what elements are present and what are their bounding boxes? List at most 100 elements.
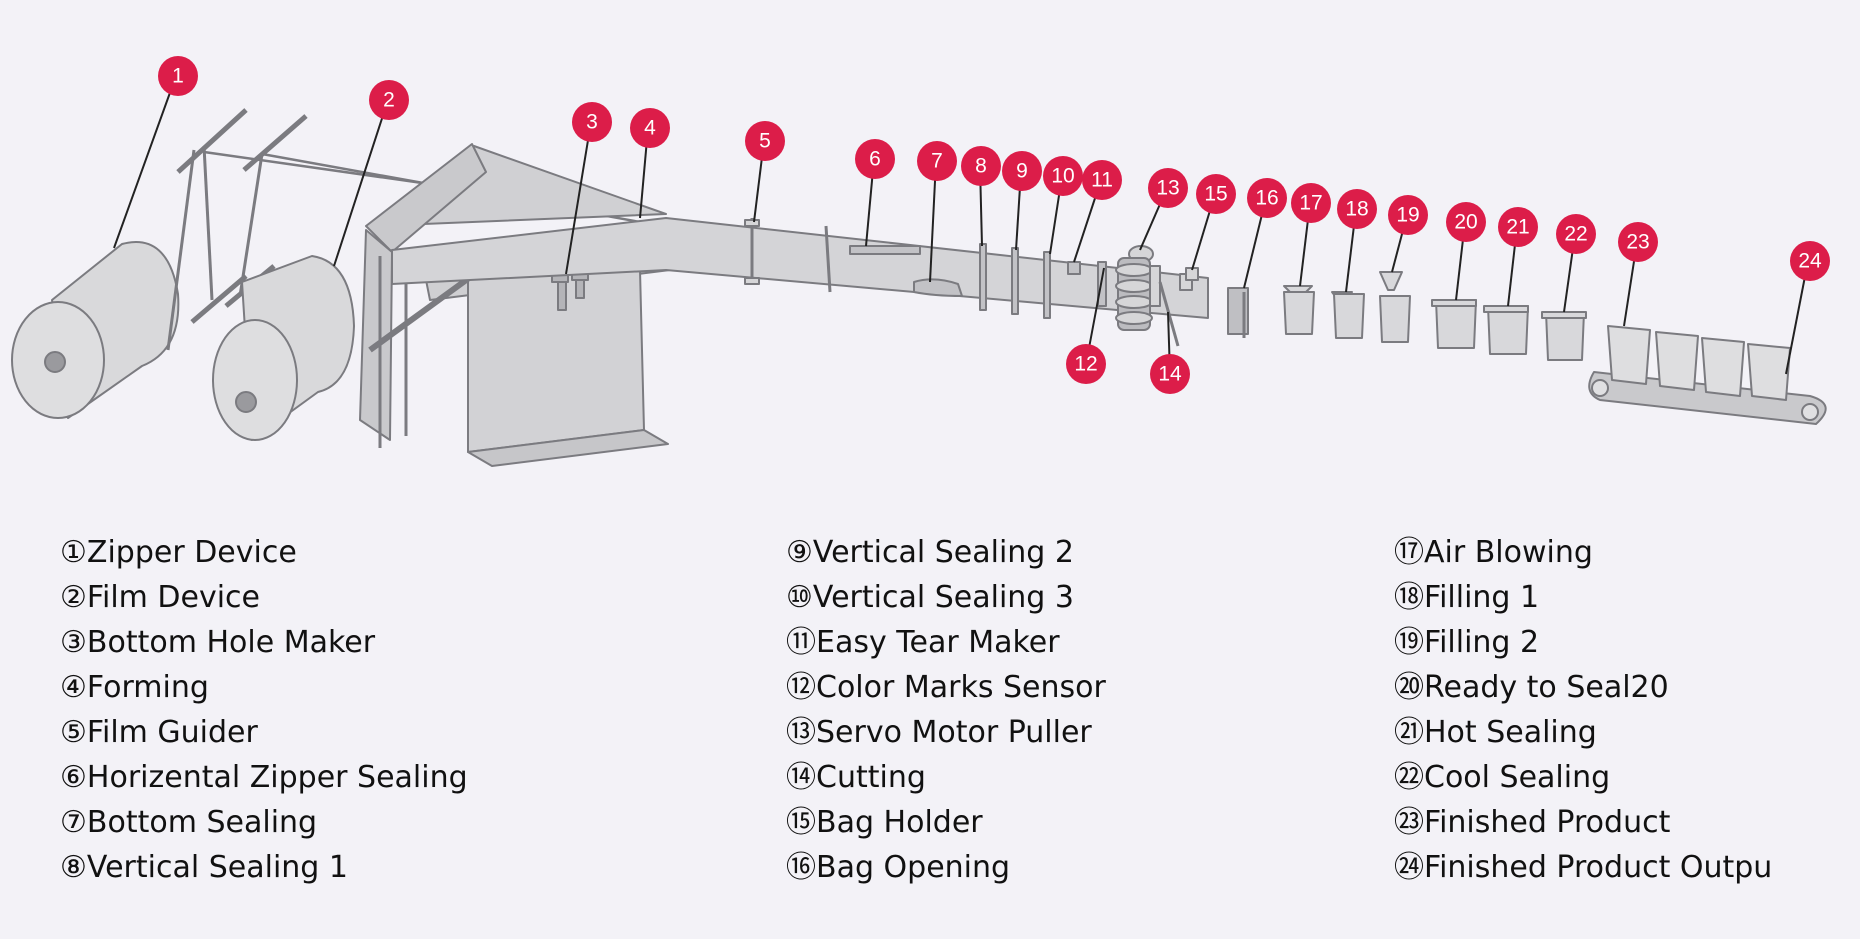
zipper-roll xyxy=(11,241,180,419)
legend-item: ⑥Horizental Zipper Sealing xyxy=(60,755,468,800)
svg-text:10: 10 xyxy=(1051,165,1074,188)
svg-text:23: 23 xyxy=(1626,231,1649,254)
legend-marker: ⑬ xyxy=(786,715,816,750)
callout-badges: 1 2 3 4 5 6 7 8 9 10 11 12 13 14 15 16 1… xyxy=(158,56,1830,394)
legend-label: Bag Opening xyxy=(816,850,1011,885)
svg-text:19: 19 xyxy=(1396,204,1419,227)
legend-label: Finished Product xyxy=(1424,805,1671,840)
svg-text:14: 14 xyxy=(1158,363,1182,386)
legend-item: ⑯Bag Opening xyxy=(786,845,1106,890)
svg-text:17: 17 xyxy=(1299,192,1322,215)
legend-label: Finished Product Outpu xyxy=(1424,850,1773,885)
legend-marker: ㉑ xyxy=(1394,715,1424,750)
svg-text:3: 3 xyxy=(586,111,598,134)
legend-marker: ⑲ xyxy=(1394,625,1424,660)
cutter-and-bag-holder xyxy=(1158,267,1249,347)
legend-marker: ⑮ xyxy=(786,805,816,840)
legend-marker: ② xyxy=(60,580,87,615)
legend-item: ②Film Device xyxy=(60,575,468,620)
forming-frame xyxy=(359,143,671,467)
svg-text:11: 11 xyxy=(1091,169,1113,192)
legend-label: Ready to Seal20 xyxy=(1424,670,1669,705)
legend-label: Hot Sealing xyxy=(1424,715,1597,750)
legend-item: ⑳Ready to Seal20 xyxy=(1394,665,1772,710)
legend-item: ⑪Easy Tear Maker xyxy=(786,620,1106,665)
callout-1: 1 xyxy=(158,56,198,96)
legend-label: Easy Tear Maker xyxy=(816,625,1060,660)
legend-label: Cutting xyxy=(816,760,926,795)
callout-8: 8 xyxy=(961,146,1001,186)
legend-marker: ③ xyxy=(60,625,87,660)
svg-text:21: 21 xyxy=(1506,216,1529,239)
callout-15: 15 xyxy=(1196,174,1236,214)
legend-item: ⑫Color Marks Sensor xyxy=(786,665,1106,710)
svg-text:4: 4 xyxy=(644,117,656,140)
svg-text:22: 22 xyxy=(1564,223,1587,246)
legend-marker: ① xyxy=(60,535,87,570)
callout-10: 10 xyxy=(1043,156,1083,196)
callout-7: 7 xyxy=(917,141,957,181)
svg-text:16: 16 xyxy=(1255,187,1278,210)
callout-6: 6 xyxy=(855,139,895,179)
callout-24: 24 xyxy=(1790,241,1830,281)
legend-label: Forming xyxy=(86,670,209,705)
legend-marker: ⑨ xyxy=(786,535,813,570)
legend-label: Horizental Zipper Sealing xyxy=(86,760,468,795)
callout-5: 5 xyxy=(745,121,785,161)
legend-item: ④Forming xyxy=(60,665,468,710)
legend-label: Servo Motor Puller xyxy=(816,715,1092,750)
svg-text:8: 8 xyxy=(975,155,987,178)
servo-motor-puller xyxy=(1115,245,1161,331)
legend-marker: ⑥ xyxy=(60,760,87,795)
callout-19: 19 xyxy=(1388,195,1428,235)
callout-13: 13 xyxy=(1148,168,1188,208)
output-conveyor xyxy=(1588,325,1827,425)
svg-text:2: 2 xyxy=(383,89,395,112)
legend-item: ㉔Finished Product Outpu xyxy=(1394,845,1772,890)
legend-label: Bottom Hole Maker xyxy=(86,625,376,660)
svg-text:5: 5 xyxy=(759,130,771,153)
svg-text:12: 12 xyxy=(1074,353,1097,376)
svg-text:7: 7 xyxy=(931,150,943,173)
legend-label: Color Marks Sensor xyxy=(816,670,1106,705)
legend-marker: ⑧ xyxy=(60,850,87,885)
legend-item: ①Zipper Device xyxy=(60,530,468,575)
legend-item: ⑧Vertical Sealing 1 xyxy=(60,845,468,890)
legend-marker: ⑩ xyxy=(786,580,813,615)
callout-22: 22 xyxy=(1556,214,1596,254)
legend-item: ⑭Cutting xyxy=(786,755,1106,800)
callout-14: 14 xyxy=(1150,354,1190,394)
legend-marker: ⑯ xyxy=(786,850,816,885)
legend-marker: ㉓ xyxy=(1394,805,1424,840)
legend-item: ③Bottom Hole Maker xyxy=(60,620,468,665)
legend-marker: ⑫ xyxy=(786,670,816,705)
film-web xyxy=(391,217,1209,319)
svg-text:9: 9 xyxy=(1016,160,1028,183)
callout-11: 11 xyxy=(1082,160,1122,200)
legend-column-3: ⑰Air Blowing ⑱Filling 1 ⑲Filling 2 ⑳Read… xyxy=(1394,530,1772,890)
svg-text:18: 18 xyxy=(1345,198,1368,221)
legend-marker: ⑪ xyxy=(786,625,816,660)
legend-label: Bottom Sealing xyxy=(86,805,318,840)
callout-17: 17 xyxy=(1291,183,1331,223)
bag-line xyxy=(1283,271,1587,361)
legend-marker: ⑰ xyxy=(1394,535,1424,570)
legend-item: ⑬Servo Motor Puller xyxy=(786,710,1106,755)
legend-item: ㉒Cool Sealing xyxy=(1394,755,1772,800)
svg-text:13: 13 xyxy=(1156,177,1179,200)
svg-text:6: 6 xyxy=(869,148,881,171)
svg-text:15: 15 xyxy=(1204,183,1227,206)
legend-item: ㉓Finished Product xyxy=(1394,800,1772,845)
film-roll xyxy=(212,255,355,441)
legend-marker: ㉔ xyxy=(1394,850,1424,885)
legend-label: Vertical Sealing 2 xyxy=(812,535,1074,570)
legend-label: Vertical Sealing 3 xyxy=(812,580,1074,615)
callout-2: 2 xyxy=(369,80,409,120)
legend-marker: ⑦ xyxy=(60,805,87,840)
legend-item: ⑩Vertical Sealing 3 xyxy=(786,575,1106,620)
callout-16: 16 xyxy=(1247,178,1287,218)
legend-column-1: ①Zipper Device ②Film Device ③Bottom Hole… xyxy=(60,530,468,890)
callout-23: 23 xyxy=(1618,222,1658,262)
legend-marker: ④ xyxy=(60,670,87,705)
